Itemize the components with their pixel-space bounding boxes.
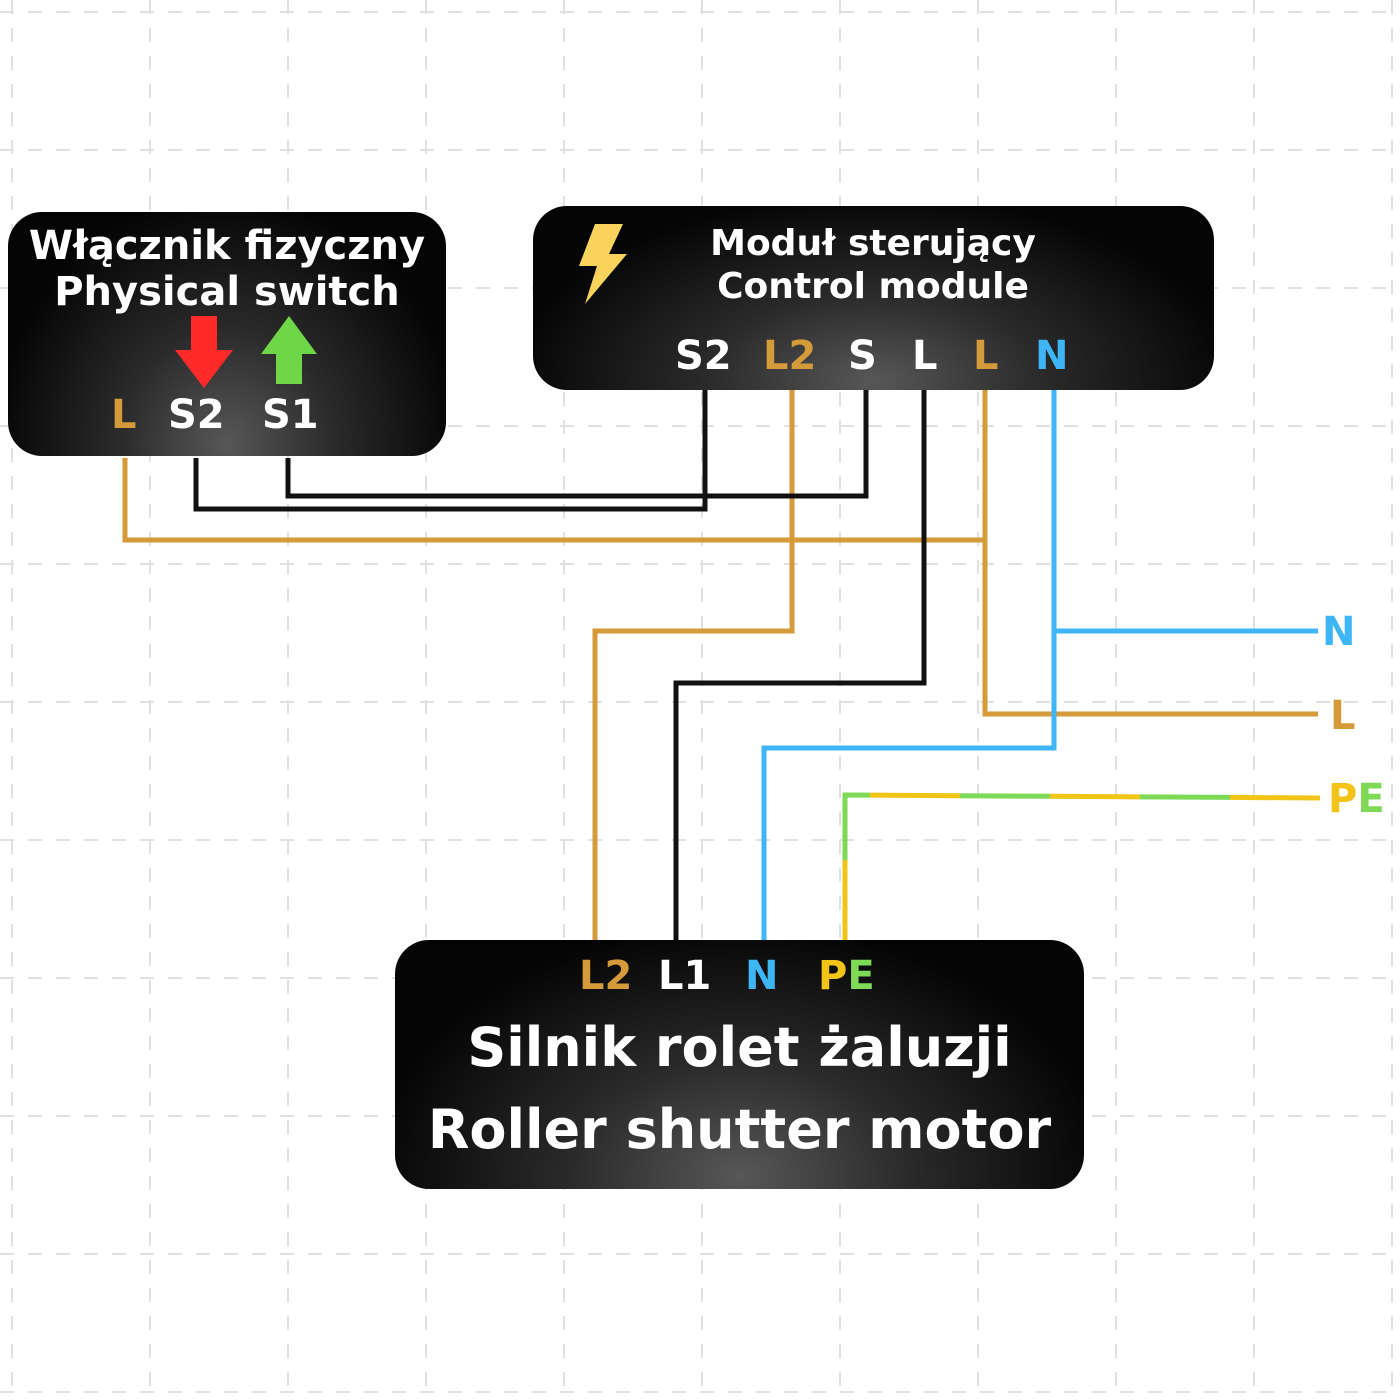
wire-module-l2-to-motor-l2 (592, 390, 795, 940)
module-terminal-s: S (848, 333, 877, 379)
supply-label-l: L (1330, 693, 1356, 739)
wire-module-n-to-motor-n (761, 390, 1057, 940)
switch-terminal-l: L (111, 392, 137, 438)
module-terminal-l2: L2 (763, 333, 817, 379)
module-terminal-n: N (1035, 333, 1069, 379)
switch-terminal-s2: S2 (168, 392, 225, 438)
motor-terminal-l1: L1 (658, 953, 712, 999)
motor-title-pl: Silnik rolet żaluzji (467, 1016, 1012, 1079)
supply-label-pe: PE (1328, 779, 1385, 819)
wire-switch-s2-to-module-s2 (193, 390, 708, 512)
physical-switch-box: Włącznik fizyczny Physical switch L S2 S… (8, 212, 446, 456)
supply-label-pe-text: PE (1328, 776, 1385, 822)
wire-supply-pe (842, 792, 1321, 940)
wire-module-l-in-to-supply-l (982, 390, 1318, 717)
module-title-en: Control module (717, 266, 1029, 307)
arrow-down-icon (175, 316, 233, 388)
wire-switch-l-to-supply-l (122, 458, 985, 543)
wire-switch-s1-to-module-s (285, 390, 869, 499)
motor-terminal-l2: L2 (579, 953, 633, 999)
motor-box: L2 L1 N PE Silnik rolet żaluzji Roller s… (395, 940, 1084, 1189)
switch-title-en: Physical switch (54, 269, 400, 315)
motor-terminal-n: N (745, 953, 779, 999)
lightning-icon (579, 224, 627, 304)
motor-terminal-pe: PE (818, 956, 875, 996)
wire-module-l-out-to-motor-l1 (673, 390, 927, 940)
motor-title-en: Roller shutter motor (427, 1098, 1052, 1161)
motor-terminal-pe-label: PE (818, 953, 875, 999)
wire-supply-pe-stripe (842, 792, 1321, 940)
module-title-pl: Moduł sterujący (710, 223, 1036, 264)
supply-label-n: N (1322, 609, 1356, 655)
module-terminal-s2: S2 (675, 333, 732, 379)
switch-title-pl: Włącznik fizyczny (28, 223, 426, 269)
arrow-up-icon (261, 316, 317, 384)
module-terminal-l-in: L (973, 333, 999, 379)
switch-terminal-s1: S1 (262, 392, 319, 438)
control-module-box: Moduł sterujący Control module S2 L2 S L… (533, 206, 1214, 390)
module-terminal-l-out: L (912, 333, 938, 379)
